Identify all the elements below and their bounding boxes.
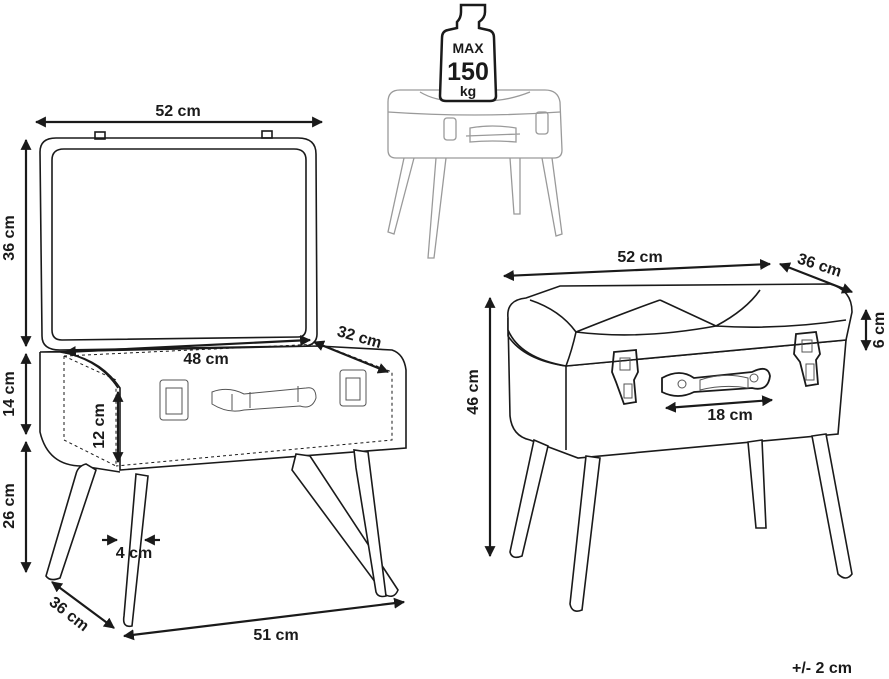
closed-top-length-label: 52 cm <box>617 249 662 266</box>
closed-total-height-label: 46 cm <box>465 369 482 414</box>
closed-stool-drawing <box>507 283 853 612</box>
open-inner-length-label: 48 cm <box>183 351 228 368</box>
open-inner-height-label: 12 cm <box>91 403 108 448</box>
open-view-dimension-lines <box>20 116 406 641</box>
open-depth-label: 36 cm <box>46 594 92 635</box>
open-leg-width-label: 4 cm <box>116 545 152 562</box>
closed-handle-width-label: 18 cm <box>707 407 752 424</box>
left-clasp-icon <box>611 349 639 406</box>
weight-label-unit: kg <box>460 83 476 99</box>
weight-capacity-illustration: MAX 150 kg <box>387 3 563 259</box>
weight-icon <box>438 3 498 103</box>
open-lid-width-label: 52 cm <box>155 103 200 120</box>
open-bottom-length-label: 51 cm <box>253 627 298 644</box>
greyed-stool-drawing <box>387 89 563 259</box>
weight-label-value: 150 <box>447 58 489 86</box>
open-box-height-label: 14 cm <box>1 371 18 416</box>
closed-top-depth-label: 36 cm <box>795 251 843 281</box>
open-leg-height-label: 26 cm <box>1 483 18 528</box>
closed-cushion-height-label: 6 cm <box>871 312 888 348</box>
open-stool-drawing <box>39 130 407 628</box>
right-clasp-icon <box>793 331 821 388</box>
open-lid-height-label: 36 cm <box>1 215 18 260</box>
weight-label-max: MAX <box>452 40 484 56</box>
closed-view-dimension-lines <box>484 258 872 558</box>
tolerance-note: +/- 2 cm <box>792 660 852 677</box>
